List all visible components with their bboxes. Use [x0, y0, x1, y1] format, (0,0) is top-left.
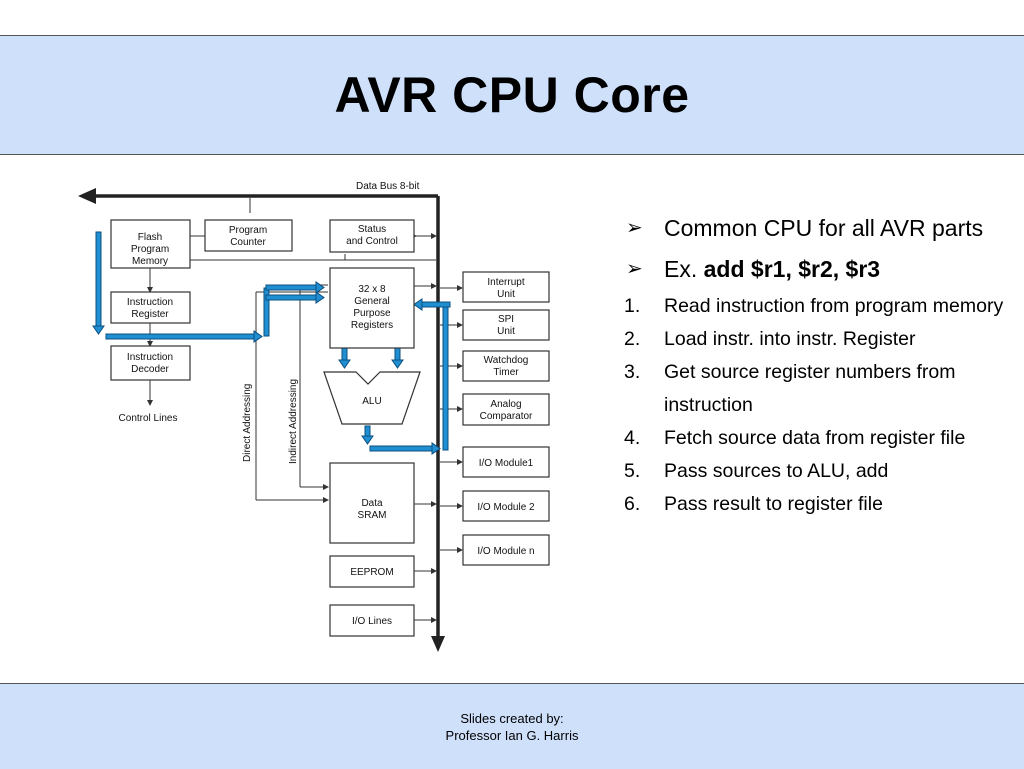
- step-number: 1.: [624, 295, 641, 317]
- step-item: 1. Read instruction from program memory: [622, 290, 1012, 323]
- avr-block-diagram: Data Bus 8-bit: [78, 181, 550, 652]
- instruction-register-block: [110, 291, 191, 324]
- indirect-addressing-label: Indirect Addressing: [288, 379, 299, 464]
- content-area: ➢ Common CPU for all AVR parts ➢ Ex. add $r…: [622, 208, 1012, 521]
- bullet-text: Common CPU for all AVR parts: [664, 215, 984, 241]
- io-module-n-block: [462, 534, 550, 566]
- step-text: Get source register numbers from instruc…: [664, 361, 956, 416]
- io-module-n-label: I/O Module n: [477, 546, 534, 557]
- data-bus: Data Bus 8-bit: [78, 181, 445, 652]
- io-module-2-block: [462, 490, 550, 522]
- footer-line-1: Slides created by:: [460, 710, 564, 726]
- registers-block: [329, 267, 415, 349]
- spi-block: [462, 309, 550, 341]
- instruction-decoder-block: [110, 345, 191, 381]
- interrupt-block: [462, 271, 550, 303]
- alu-block: [323, 371, 421, 425]
- io-module-1-block: [462, 446, 550, 478]
- step-number: 6.: [624, 493, 641, 515]
- step-number: 4.: [624, 427, 641, 449]
- step-number: 3.: [624, 361, 641, 383]
- data-bus-label: Data Bus 8-bit: [356, 181, 420, 192]
- analog-block: [462, 393, 550, 426]
- data-sram-block: [329, 462, 415, 544]
- control-lines-label: Control Lines: [119, 413, 178, 424]
- step-text: Load instr. into instr. Register: [664, 328, 916, 350]
- watchdog-block: [462, 350, 550, 382]
- status-control-block: [329, 219, 415, 253]
- io-module-1-label: I/O Module1: [479, 458, 534, 469]
- io-module-2-label: I/O Module 2: [477, 502, 535, 513]
- direct-addressing-label: Direct Addressing: [242, 384, 253, 462]
- flash-block: [110, 219, 191, 269]
- slide-title: AVR CPU Core: [334, 67, 690, 123]
- eeprom-label: EEPROM: [350, 567, 393, 578]
- io-lines-block: [329, 604, 415, 637]
- step-text: Fetch source data from register file: [664, 427, 966, 449]
- step-text: Read instruction from program memory: [664, 295, 1004, 317]
- step-item: 6. Pass result to register file: [622, 488, 1012, 521]
- bullet-item: ➢ Ex. add $r1, $r2, $r3: [622, 249, 1012, 290]
- step-number: 2.: [624, 328, 641, 350]
- step-item: 5. Pass sources to ALU, add: [622, 455, 1012, 488]
- bullet-prefix: Ex.: [664, 256, 704, 282]
- bus-connectors: [147, 198, 463, 623]
- alu-label: ALU: [362, 396, 381, 407]
- step-item: 4. Fetch source data from register file: [622, 422, 1012, 455]
- bullet-bold-text: add $r1, $r2, $r3: [703, 256, 881, 282]
- footer-line-2: Professor Ian G. Harris: [445, 727, 579, 743]
- step-number: 5.: [624, 460, 641, 482]
- eeprom-block: [329, 555, 415, 588]
- step-text: Pass sources to ALU, add: [664, 460, 889, 482]
- step-text: Pass result to register file: [664, 493, 883, 515]
- step-item: 2. Load instr. into instr. Register: [622, 323, 1012, 356]
- step-item: 3. Get source register numbers from instr…: [622, 356, 1012, 422]
- blue-arrows: [92, 231, 451, 455]
- arrow-bullet-icon: ➢: [626, 217, 643, 239]
- numbered-steps: 1. Read instruction from program memory 2.…: [622, 290, 1012, 521]
- program-counter-block: [204, 219, 293, 252]
- bullet-item: ➢ Common CPU for all AVR parts: [622, 208, 1012, 249]
- footer-bar: Slides created by: Professor Ian G. Harr…: [0, 683, 1024, 769]
- title-bar: AVR CPU Core: [0, 35, 1024, 155]
- bullet-list: ➢ Common CPU for all AVR parts ➢ Ex. add $r…: [622, 208, 1012, 290]
- arrow-bullet-icon: ➢: [626, 258, 643, 280]
- io-lines-label: I/O Lines: [352, 616, 392, 627]
